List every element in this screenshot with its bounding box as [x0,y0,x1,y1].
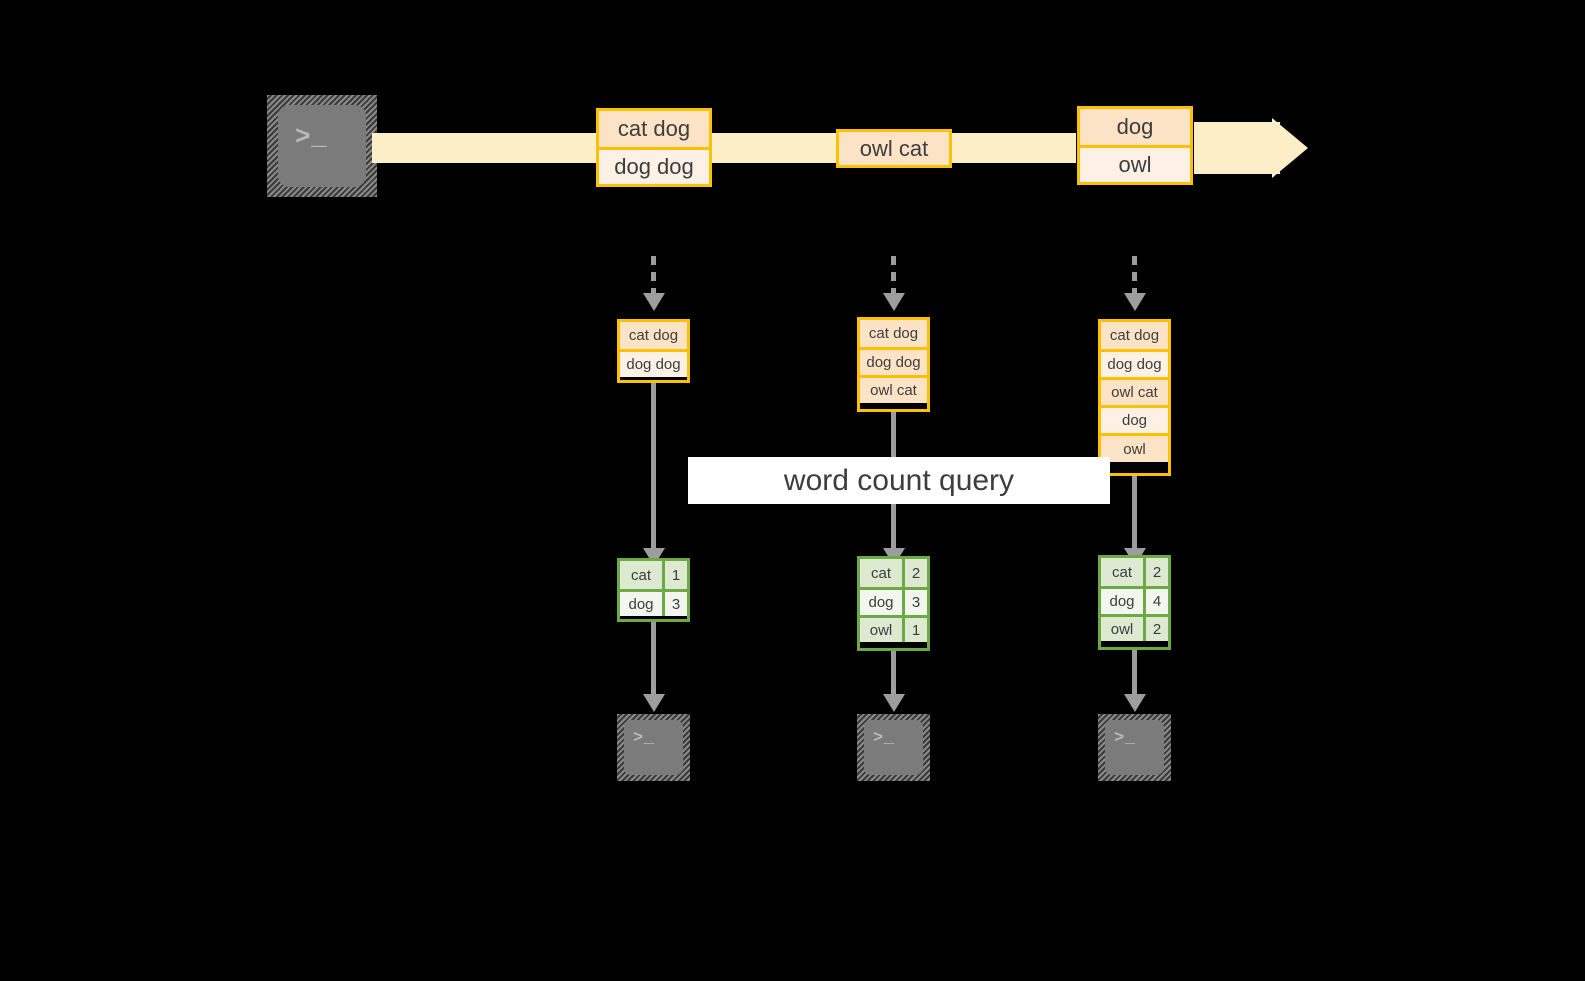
terminal-prompt-glyph: >_ [633,729,655,748]
stream-band-right [1194,122,1280,174]
result-to-sink-line-3 [1132,650,1137,697]
result-row: dog 4 [1101,586,1168,614]
snapshot-line: owl cat [1101,377,1168,405]
result-table-2: cat 2 dog 3 owl 1 [857,556,930,651]
result-to-sink-arrowhead-3 [1124,694,1146,712]
stream-record-2: owl cat [836,129,952,168]
stream-band-mid1 [710,133,838,163]
result-to-sink-line-2 [891,651,896,697]
result-table-1: cat 1 dog 3 [617,558,690,622]
snapshot-box-2: cat dog dog dog owl cat [857,317,930,412]
result-count: 1 [905,618,927,642]
result-to-sink-line-1 [651,622,656,697]
stream-to-snapshot-arrowhead-1 [643,293,665,311]
result-row: owl 2 [1101,614,1168,641]
terminal-body [864,720,923,775]
source-terminal-icon: >_ [267,95,377,197]
result-to-sink-arrowhead-1 [643,694,665,712]
result-word: dog [860,590,905,615]
record-line: dog dog [599,147,709,184]
sink-terminal-icon-1: >_ [617,714,690,781]
query-banner-label: word count query [783,463,1015,497]
snapshot-to-result-line-1 [651,383,656,551]
sink-terminal-icon-2: >_ [857,714,930,781]
result-count: 2 [1146,558,1168,586]
snapshot-line: cat dog [620,322,687,349]
stream-to-snapshot-dash-1 [651,256,656,296]
result-count: 1 [665,561,687,589]
terminal-prompt-glyph: >_ [295,122,328,152]
terminal-prompt-glyph: >_ [1114,729,1136,748]
result-word: dog [1101,589,1146,614]
result-count: 3 [905,590,927,615]
stream-to-snapshot-dash-2 [891,256,896,296]
result-row: dog 3 [620,589,687,616]
stream-band-left [372,133,598,163]
result-count: 4 [1146,589,1168,614]
result-word: cat [860,559,905,587]
result-count: 3 [665,592,687,616]
result-word: cat [620,561,665,589]
stream-arrowhead [1272,118,1308,178]
result-row: cat 2 [1101,558,1168,586]
stream-record-3: dog owl [1077,106,1193,185]
result-word: dog [620,592,665,616]
result-count: 2 [1146,617,1168,641]
terminal-body [278,105,366,187]
result-row: dog 3 [860,587,927,615]
stream-to-snapshot-dash-3 [1132,256,1137,296]
result-to-sink-arrowhead-2 [883,694,905,712]
record-line: cat dog [599,111,709,147]
sink-terminal-icon-3: >_ [1098,714,1171,781]
snapshot-box-1: cat dog dog dog [617,319,690,383]
query-banner: word count query [688,457,1110,504]
record-line: owl cat [839,132,949,165]
snapshot-line: owl cat [860,375,927,403]
terminal-body [624,720,683,775]
result-row: owl 1 [860,615,927,642]
stream-band-mid2 [952,133,1076,163]
terminal-body [1105,720,1164,775]
snapshot-line: dog [1101,405,1168,433]
terminal-prompt-glyph: >_ [873,729,895,748]
snapshot-line: dog dog [1101,349,1168,377]
record-line: dog [1080,109,1190,145]
result-word: owl [860,618,905,642]
record-line: owl [1080,145,1190,182]
result-word: owl [1101,617,1146,641]
stream-to-snapshot-arrowhead-2 [883,293,905,311]
result-row: cat 1 [620,561,687,589]
snapshot-line: dog dog [860,347,927,375]
snapshot-line: cat dog [860,320,927,347]
stream-to-snapshot-arrowhead-3 [1124,293,1146,311]
result-row: cat 2 [860,559,927,587]
snapshot-box-3: cat dog dog dog owl cat dog owl [1098,319,1171,476]
snapshot-to-result-line-3 [1132,476,1137,551]
result-word: cat [1101,558,1146,586]
snapshot-line: owl [1101,433,1168,462]
snapshot-line: cat dog [1101,322,1168,349]
result-table-3: cat 2 dog 4 owl 2 [1098,555,1171,650]
snapshot-line: dog dog [620,349,687,377]
stream-record-1: cat dog dog dog [596,108,712,187]
result-count: 2 [905,559,927,587]
